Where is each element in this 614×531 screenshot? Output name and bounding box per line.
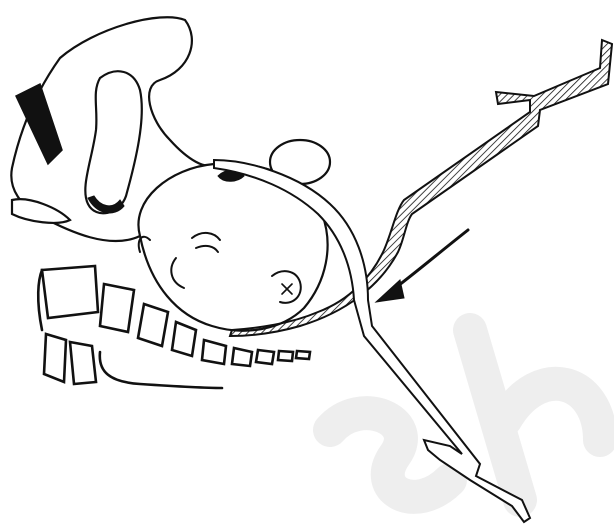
forceps-delivery-illustration (0, 0, 614, 531)
